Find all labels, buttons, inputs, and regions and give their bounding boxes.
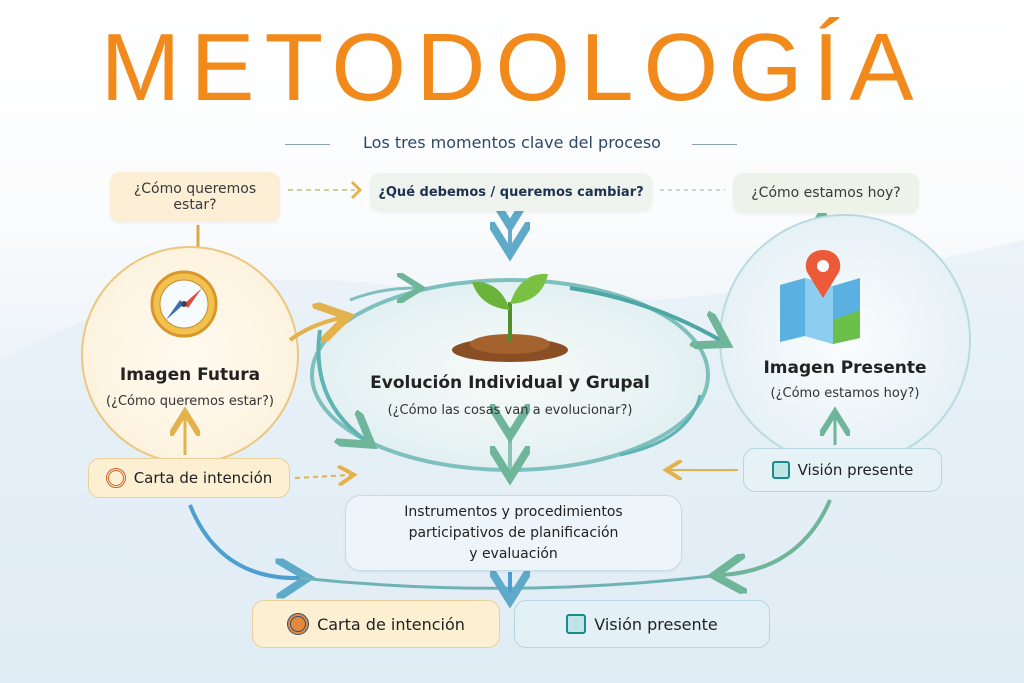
present-title: Imagen Presente: [763, 358, 927, 378]
instruments-line-2: participativos de planificación: [408, 524, 619, 541]
sprout-icon: [450, 262, 570, 362]
carta-intencion-pill[interactable]: Carta de intención: [88, 458, 290, 498]
instruments-box: Instrumentos y procedimientos participat…: [345, 495, 682, 571]
change-question-box: ¿Qué debemos / queremos cambiar?: [370, 173, 652, 211]
evolution-subtitle: (¿Cómo las cosas van a evolucionar?): [387, 403, 633, 418]
bottom-vision-presente-label: Visión presente: [594, 614, 718, 634]
target-icon: [287, 613, 310, 635]
portrait-icon: [566, 614, 587, 634]
subtitle: Los tres momentos clave del proceso: [363, 133, 661, 152]
instruments-line-1: Instrumentos y procedimientos: [404, 503, 623, 520]
carta-intencion-label: Carta de intención: [133, 469, 273, 487]
instruments-line-3: y evaluación: [469, 545, 558, 562]
evolution-title: Evolución Individual y Grupal: [370, 373, 650, 393]
page-title: METODOLOGÍA: [100, 14, 924, 121]
bottom-carta-intencion-label: Carta de intención: [317, 614, 465, 634]
bottom-carta-intencion-pill[interactable]: Carta de intención: [252, 600, 500, 648]
bottom-vision-presente-pill[interactable]: Visión presente: [514, 600, 770, 648]
compass-icon: [148, 268, 220, 340]
present-subtitle: (¿Cómo estamos hoy?): [770, 386, 920, 401]
present-question-box: ¿Cómo estamos hoy?: [733, 173, 919, 213]
portrait-icon: [771, 461, 790, 479]
future-subtitle: (¿Cómo queremos estar?): [106, 394, 274, 409]
divider-left: [285, 144, 330, 145]
map-pin-icon: [775, 250, 865, 345]
future-title: Imagen Futura: [119, 365, 261, 385]
divider-right: [692, 144, 737, 145]
future-question-box: ¿Cómo queremos estar?: [110, 172, 280, 222]
vision-presente-pill[interactable]: Visión presente: [743, 448, 942, 492]
vision-presente-label: Visión presente: [797, 461, 914, 479]
target-icon: [105, 468, 126, 488]
